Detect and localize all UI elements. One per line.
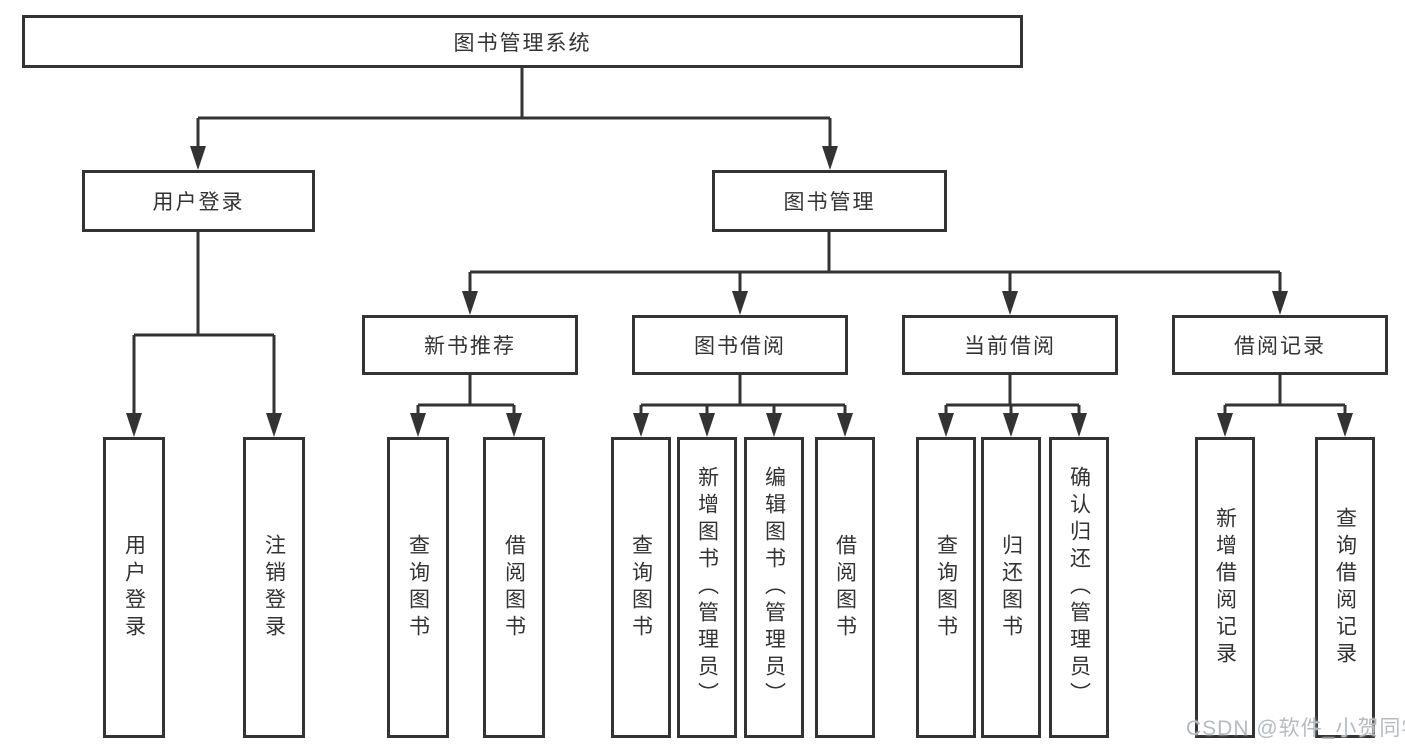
connector-root (196, 68, 832, 162)
connector-borrow-records (1223, 375, 1347, 430)
leaf-return-books: 归还图书 (981, 437, 1041, 738)
leaf-query-books-borrow: 查询图书 (611, 437, 671, 738)
connector-book-management (468, 232, 1282, 308)
leaf-query-borrow-record: 查询借阅记录 (1315, 437, 1375, 738)
leaf-edit-books-admin: 编辑图书（管理员） (744, 437, 804, 738)
node-book-borrow: 图书借阅 (632, 315, 848, 375)
leaf-confirm-return-admin: 确认归还（管理员） (1049, 437, 1109, 738)
watermark: CSDN @软件_小贺同学 (1186, 717, 1405, 740)
node-user-login: 用户登录 (82, 170, 315, 232)
node-book-management: 图书管理 (712, 170, 947, 232)
leaf-query-books-current: 查询图书 (916, 437, 976, 738)
connector-book-borrow (639, 375, 847, 430)
connector-user-login (132, 232, 276, 430)
leaf-add-books-admin: 新增图书（管理员） (677, 437, 737, 738)
leaf-query-books-recommend: 查询图书 (387, 437, 449, 738)
node-library-management-system: 图书管理系统 (22, 15, 1023, 68)
leaf-add-borrow-record: 新增借阅记录 (1195, 437, 1255, 738)
leaf-borrow-books-recommend: 借阅图书 (483, 437, 545, 738)
node-new-book-recommend: 新书推荐 (362, 315, 578, 375)
leaf-user-login: 用户登录 (103, 437, 165, 738)
node-current-borrow: 当前借阅 (902, 315, 1118, 375)
leaf-borrow-books: 借阅图书 (815, 437, 875, 738)
leaf-logout: 注销登录 (243, 437, 305, 738)
connector-current-borrow (944, 375, 1081, 430)
connector-new-book-recommend (416, 375, 516, 430)
node-borrow-records: 借阅记录 (1172, 315, 1388, 375)
